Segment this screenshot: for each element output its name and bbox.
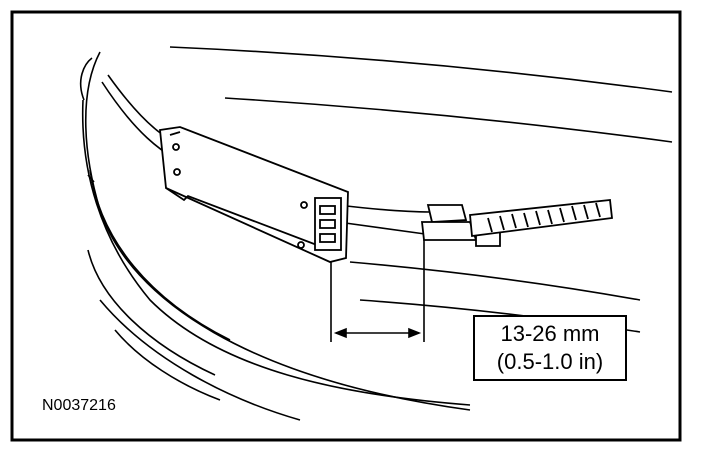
measurement-callout: 13-26 mm (0.5-1.0 in) [473, 315, 627, 381]
tpms-sensor [159, 126, 349, 263]
frame-border [10, 10, 682, 442]
measurement-metric: 13-26 mm [500, 321, 600, 346]
band-clamp [420, 199, 613, 247]
figure-id: N0037216 [42, 397, 116, 414]
dimension-marker [330, 240, 425, 342]
measurement-imperial: (0.5-1.0 in) [496, 349, 604, 374]
tire-outline [79, 46, 673, 421]
